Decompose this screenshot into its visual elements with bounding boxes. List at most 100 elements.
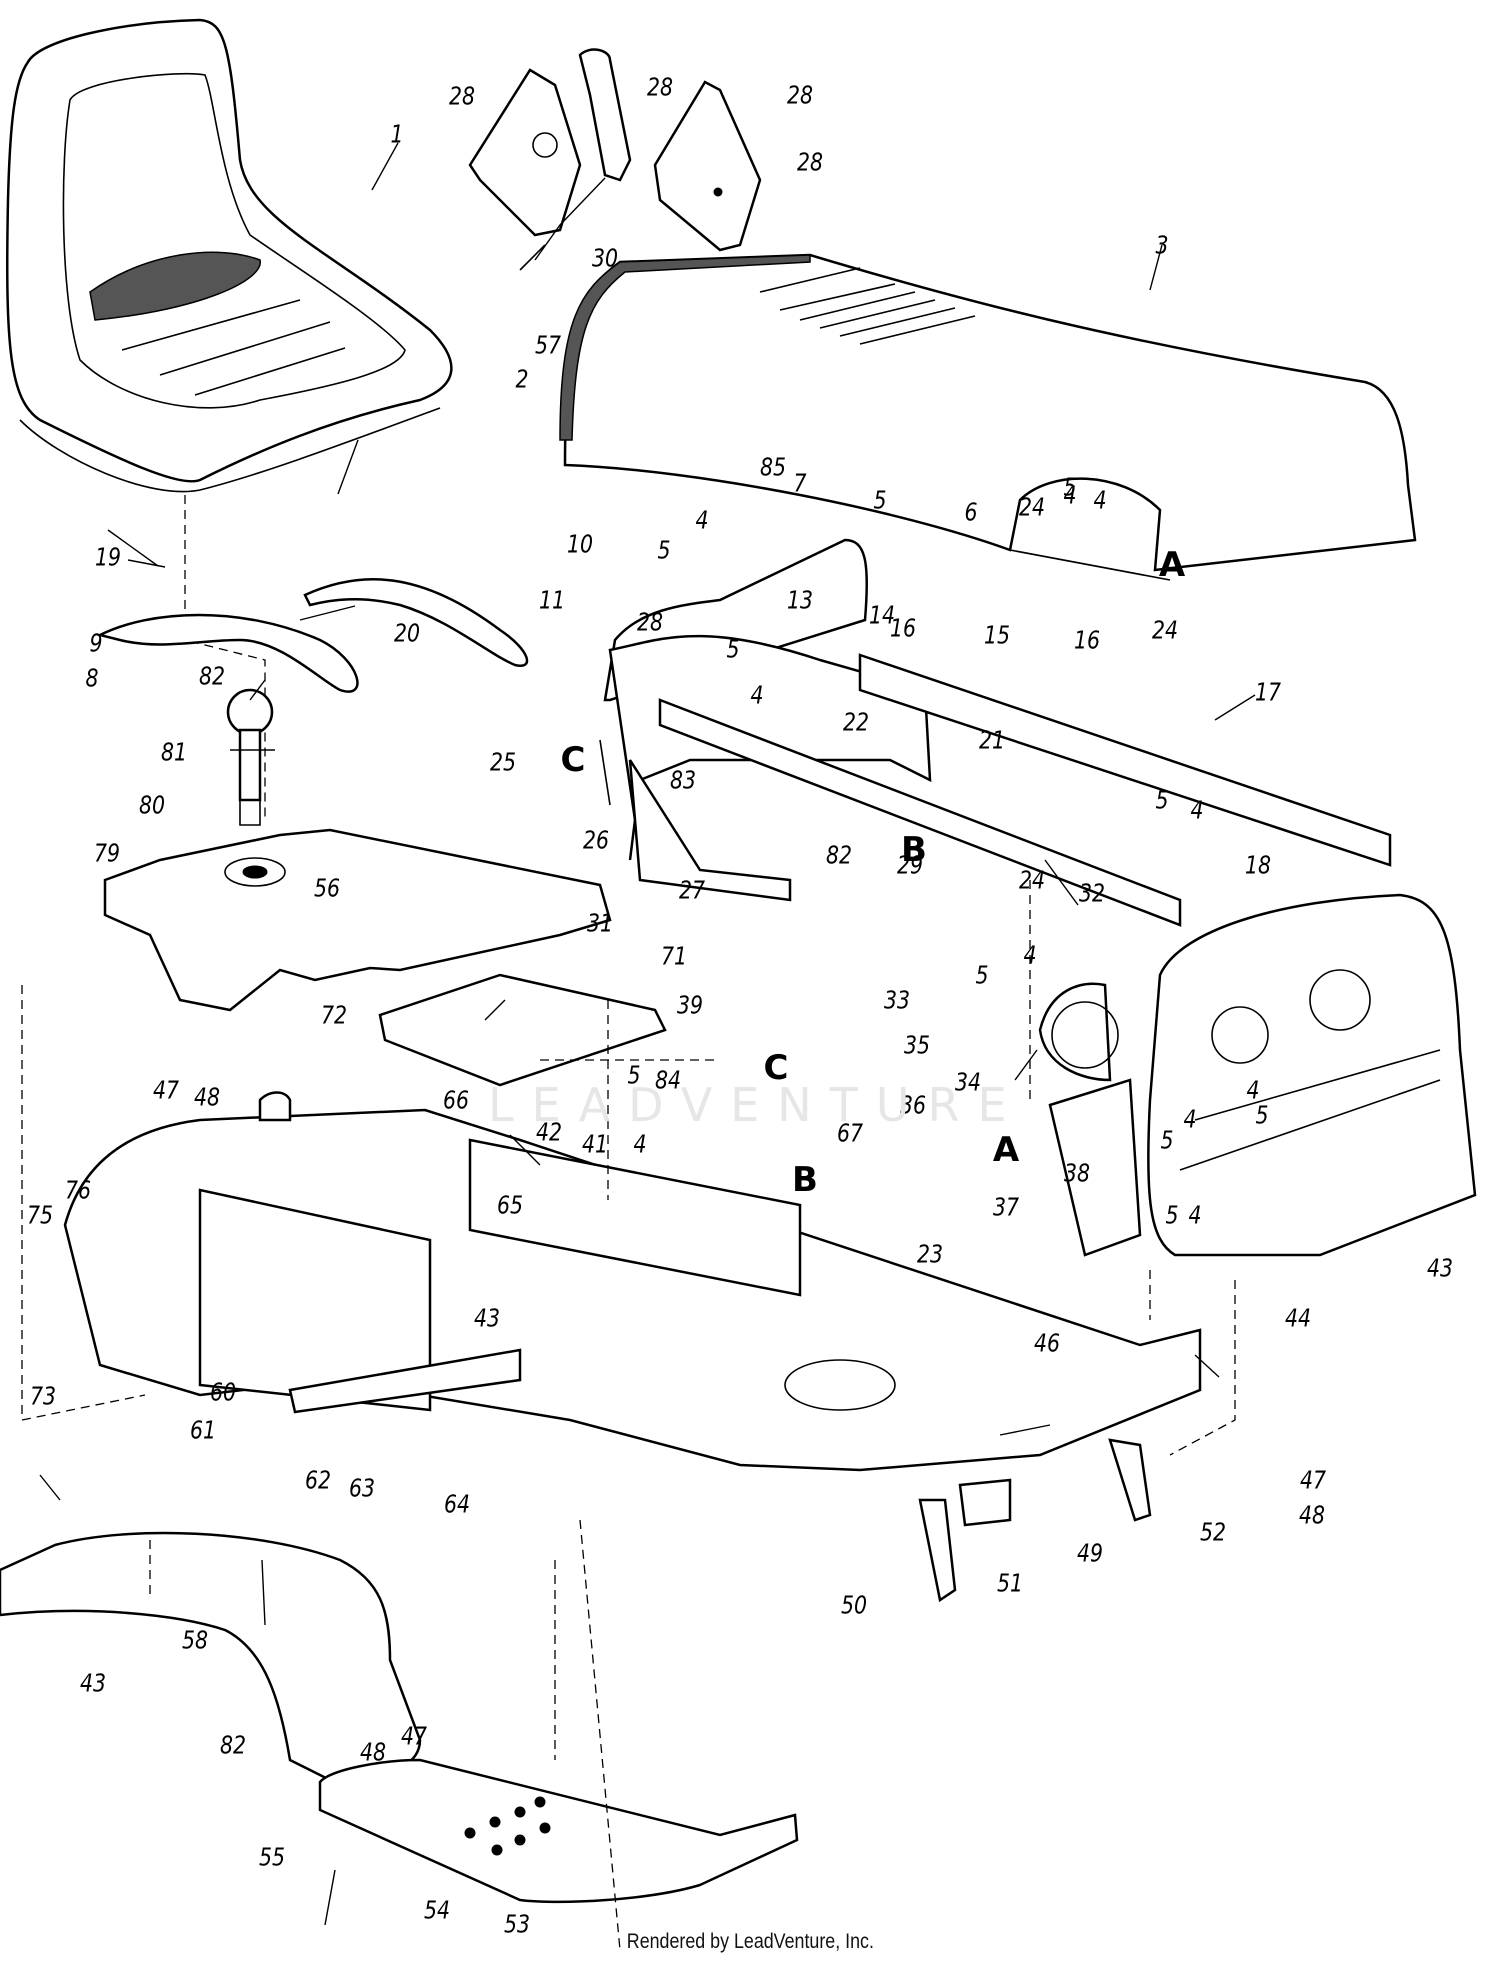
callout-19[interactable]: 19 (94, 542, 122, 572)
callout-36[interactable]: 36 (899, 1090, 927, 1120)
callout-18[interactable]: 18 (1244, 850, 1272, 880)
callout-51[interactable]: 51 (996, 1568, 1024, 1598)
callout-83[interactable]: 83 (669, 765, 697, 795)
callout-50[interactable]: 50 (840, 1590, 868, 1620)
callout-5[interactable]: 5 (975, 960, 989, 990)
callout-7[interactable]: 7 (793, 468, 807, 498)
callout-55[interactable]: 55 (258, 1842, 286, 1872)
callout-15[interactable]: 15 (983, 620, 1011, 650)
callout-79[interactable]: 79 (93, 838, 121, 868)
callout-32[interactable]: 32 (1078, 878, 1106, 908)
callout-5[interactable]: 5 (1063, 472, 1077, 502)
callout-8[interactable]: 8 (85, 663, 99, 693)
callout-3[interactable]: 3 (1155, 230, 1169, 260)
callout-47[interactable]: 47 (1299, 1465, 1327, 1495)
callout-11[interactable]: 11 (538, 585, 566, 615)
callout-16[interactable]: 16 (1073, 625, 1101, 655)
callout-2[interactable]: 2 (515, 364, 529, 394)
callout-81[interactable]: 81 (160, 737, 188, 767)
callout-72[interactable]: 72 (320, 1000, 348, 1030)
callout-71[interactable]: 71 (660, 941, 688, 971)
callout-20[interactable]: 20 (393, 618, 421, 648)
callout-48[interactable]: 48 (193, 1082, 221, 1112)
callout-84[interactable]: 84 (654, 1065, 682, 1095)
callout-4[interactable]: 4 (1183, 1104, 1197, 1134)
callout-22[interactable]: 22 (842, 707, 870, 737)
callout-49[interactable]: 49 (1076, 1538, 1104, 1568)
callout-85[interactable]: 85 (759, 452, 787, 482)
callout-48[interactable]: 48 (359, 1737, 387, 1767)
callout-54[interactable]: 54 (423, 1895, 451, 1925)
callout-6[interactable]: 6 (964, 497, 978, 527)
callout-60[interactable]: 60 (209, 1377, 237, 1407)
callout-28[interactable]: 28 (646, 72, 674, 102)
callout-5[interactable]: 5 (1155, 785, 1169, 815)
callout-4[interactable]: 4 (633, 1129, 647, 1159)
callout-66[interactable]: 66 (442, 1085, 470, 1115)
callout-31[interactable]: 31 (586, 908, 614, 938)
callout-4[interactable]: 4 (1023, 940, 1037, 970)
callout-17[interactable]: 17 (1254, 677, 1282, 707)
callout-5[interactable]: 5 (1165, 1200, 1179, 1230)
callout-67[interactable]: 67 (836, 1118, 864, 1148)
callout-16[interactable]: 16 (889, 613, 917, 643)
callout-52[interactable]: 52 (1199, 1517, 1227, 1547)
callout-4[interactable]: 4 (750, 680, 764, 710)
callout-56[interactable]: 56 (313, 873, 341, 903)
callout-26[interactable]: 26 (582, 825, 610, 855)
callout-82[interactable]: 82 (825, 840, 853, 870)
callout-42[interactable]: 42 (535, 1117, 563, 1147)
callout-47[interactable]: 47 (152, 1075, 180, 1105)
callout-65[interactable]: 65 (496, 1190, 524, 1220)
callout-27[interactable]: 27 (678, 875, 706, 905)
callout-82[interactable]: 82 (219, 1730, 247, 1760)
callout-48[interactable]: 48 (1298, 1500, 1326, 1530)
callout-9[interactable]: 9 (89, 628, 103, 658)
callout-24[interactable]: 24 (1018, 492, 1046, 522)
callout-5[interactable]: 5 (657, 535, 671, 565)
callout-80[interactable]: 80 (138, 790, 166, 820)
callout-24[interactable]: 24 (1018, 865, 1046, 895)
callout-64[interactable]: 64 (443, 1489, 471, 1519)
callout-28[interactable]: 28 (636, 607, 664, 637)
callout-4[interactable]: 4 (1093, 485, 1107, 515)
callout-13[interactable]: 13 (786, 585, 814, 615)
callout-28[interactable]: 28 (796, 147, 824, 177)
callout-25[interactable]: 25 (489, 747, 517, 777)
callout-5[interactable]: 5 (1160, 1125, 1174, 1155)
callout-39[interactable]: 39 (676, 990, 704, 1020)
callout-57[interactable]: 57 (534, 330, 562, 360)
callout-53[interactable]: 53 (503, 1909, 531, 1939)
callout-5[interactable]: 5 (873, 485, 887, 515)
callout-24[interactable]: 24 (1151, 615, 1179, 645)
callout-37[interactable]: 37 (992, 1192, 1020, 1222)
callout-41[interactable]: 41 (581, 1129, 609, 1159)
callout-61[interactable]: 61 (189, 1415, 217, 1445)
callout-1[interactable]: 1 (390, 119, 404, 149)
callout-4[interactable]: 4 (695, 505, 709, 535)
callout-28[interactable]: 28 (448, 81, 476, 111)
callout-4[interactable]: 4 (1188, 1200, 1202, 1230)
callout-29[interactable]: 29 (896, 850, 924, 880)
callout-30[interactable]: 30 (591, 243, 619, 273)
callout-62[interactable]: 62 (304, 1465, 332, 1495)
callout-43[interactable]: 43 (473, 1303, 501, 1333)
callout-76[interactable]: 76 (64, 1175, 92, 1205)
callout-14[interactable]: 14 (868, 600, 896, 630)
callout-4[interactable]: 4 (1190, 795, 1204, 825)
callout-75[interactable]: 75 (26, 1200, 54, 1230)
callout-34[interactable]: 34 (954, 1067, 982, 1097)
callout-21[interactable]: 21 (978, 725, 1006, 755)
callout-63[interactable]: 63 (348, 1473, 376, 1503)
callout-38[interactable]: 38 (1063, 1158, 1091, 1188)
callout-4[interactable]: 4 (1063, 480, 1077, 510)
callout-43[interactable]: 43 (1426, 1253, 1454, 1283)
callout-58[interactable]: 58 (181, 1625, 209, 1655)
callout-28[interactable]: 28 (786, 80, 814, 110)
callout-5[interactable]: 5 (1255, 1100, 1269, 1130)
callout-82[interactable]: 82 (198, 661, 226, 691)
callout-23[interactable]: 23 (916, 1239, 944, 1269)
callout-44[interactable]: 44 (1284, 1303, 1312, 1333)
callout-43[interactable]: 43 (79, 1668, 107, 1698)
callout-10[interactable]: 10 (566, 529, 594, 559)
